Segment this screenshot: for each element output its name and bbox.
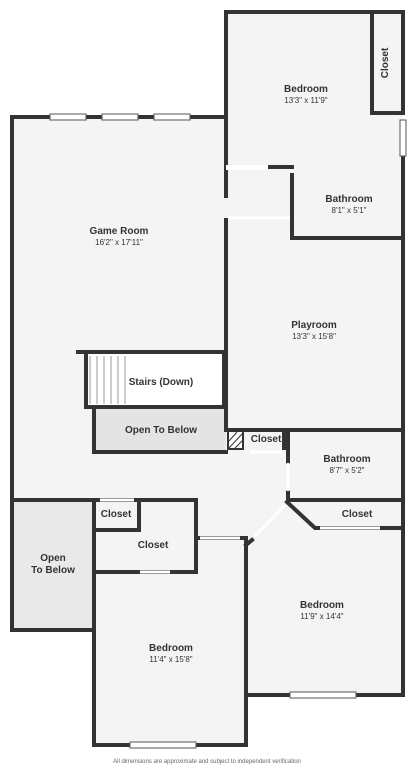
- stairs-label: Stairs (Down): [129, 377, 193, 388]
- windows: [49, 113, 407, 749]
- stairs-area: [86, 352, 224, 407]
- open-below-label-1: Open To Below: [125, 425, 197, 436]
- bathroom-top-name: Bathroom: [325, 194, 372, 205]
- footer-disclaimer: All dimensions are approximate and subje…: [113, 759, 301, 765]
- playroom-dims: 13'3" x 15'8": [292, 332, 336, 341]
- closet-small-name: Closet: [101, 509, 132, 520]
- game-room-name: Game Room: [90, 226, 149, 237]
- bathroom-top-dims: 8'1" x 5'1": [332, 206, 367, 215]
- game-room-dims: 16'2" x 17'11": [95, 238, 143, 247]
- bedroom-top-name: Bedroom: [284, 84, 328, 95]
- bedroom-bottom-dims: 11'4" x 15'8": [149, 655, 192, 664]
- stair-treads: [89, 356, 126, 404]
- open-to-below-area-2: [12, 500, 94, 628]
- bedroom-right-name: Bedroom: [300, 600, 344, 611]
- closet-mid-name: Closet: [251, 434, 282, 445]
- open-to-below-area: [96, 407, 226, 452]
- room-labels: Bedroom 13'3" x 11'9" Closet Bathroom 8'…: [31, 47, 391, 664]
- bathroom-mid-name: Bathroom: [323, 454, 370, 465]
- hatched-shaft: [227, 430, 244, 450]
- closet-top-name: Closet: [380, 47, 391, 78]
- bathroom-mid-dims: 8'7" x 5'2": [330, 466, 365, 475]
- open-below-label-2b: To Below: [31, 565, 75, 576]
- floor-fills: [12, 12, 403, 745]
- bedroom-bottom-name: Bedroom: [149, 643, 193, 654]
- playroom-name: Playroom: [291, 320, 337, 331]
- closet-lower-name: Closet: [138, 540, 169, 551]
- door-openings: [100, 165, 380, 574]
- bedroom-top-dims: 13'3" x 11'9": [284, 96, 327, 105]
- open-below-label-2a: Open: [40, 553, 66, 564]
- closet-right-name: Closet: [342, 509, 373, 520]
- bedroom-right-dims: 11'9" x 14'4": [300, 612, 343, 621]
